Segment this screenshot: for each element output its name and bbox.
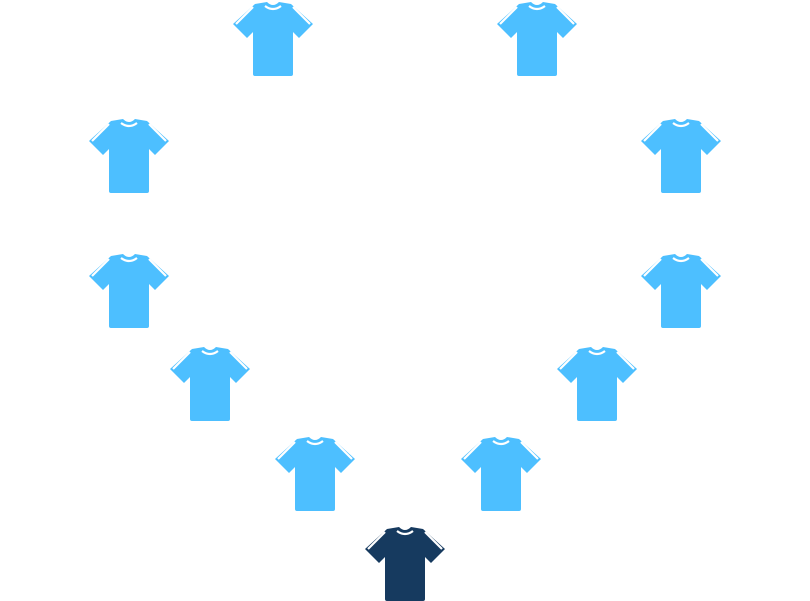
player-shirt-icon bbox=[495, 0, 579, 76]
player-shirt-icon bbox=[639, 252, 723, 328]
player-shirt-icon bbox=[168, 345, 252, 421]
player-shirt-icon bbox=[459, 435, 543, 511]
player-shirt-icon bbox=[273, 435, 357, 511]
player-shirt-icon bbox=[87, 252, 171, 328]
goalkeeper-shirt-icon bbox=[363, 525, 447, 601]
player-shirt-icon bbox=[87, 117, 171, 193]
player-shirt-icon bbox=[231, 0, 315, 76]
player-shirt-icon bbox=[639, 117, 723, 193]
player-shirt-icon bbox=[555, 345, 639, 421]
